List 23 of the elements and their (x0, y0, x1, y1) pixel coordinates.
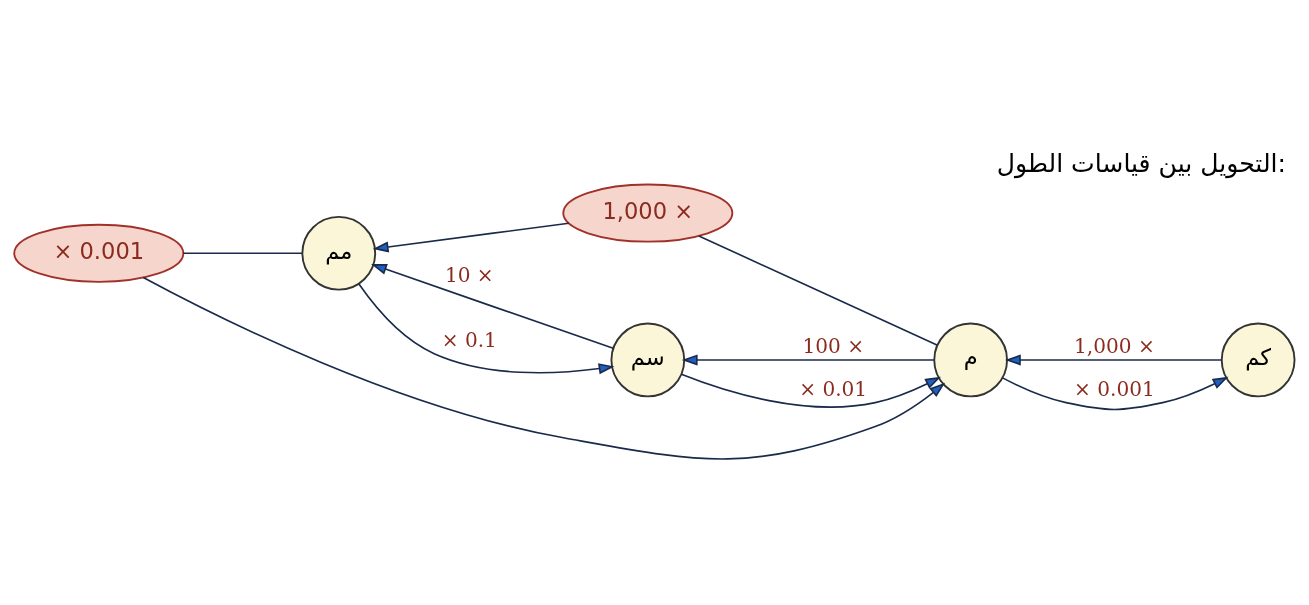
edge-label: 100 × (802, 333, 864, 358)
edge-label: 10 × (444, 262, 494, 287)
arrow (142, 276, 946, 460)
arrow (680, 372, 941, 408)
node-circle: م (933, 322, 1008, 397)
arrow (681, 353, 935, 365)
arrow (371, 263, 614, 349)
node-ellipse: × 0.001 (13, 223, 185, 283)
arrow (1004, 353, 1223, 365)
edge-label: × 0.01 (799, 376, 868, 401)
arrow (372, 221, 570, 252)
node-circle: سم (610, 322, 686, 397)
node-ellipse: 1,000 × (562, 183, 734, 243)
edge-label: × 0.001 (1074, 376, 1155, 401)
connector (182, 251, 303, 254)
edge-label: × 0.1 (441, 327, 497, 352)
diagram-title: التحويل بين قياسات الطول: (996, 148, 1287, 178)
arrow (1001, 376, 1229, 410)
arrow (358, 282, 615, 374)
node-circle: مم (301, 215, 377, 291)
node-circle: كم (1220, 322, 1296, 397)
edge-label: 1,000 × (1074, 333, 1155, 358)
connector (698, 234, 938, 346)
